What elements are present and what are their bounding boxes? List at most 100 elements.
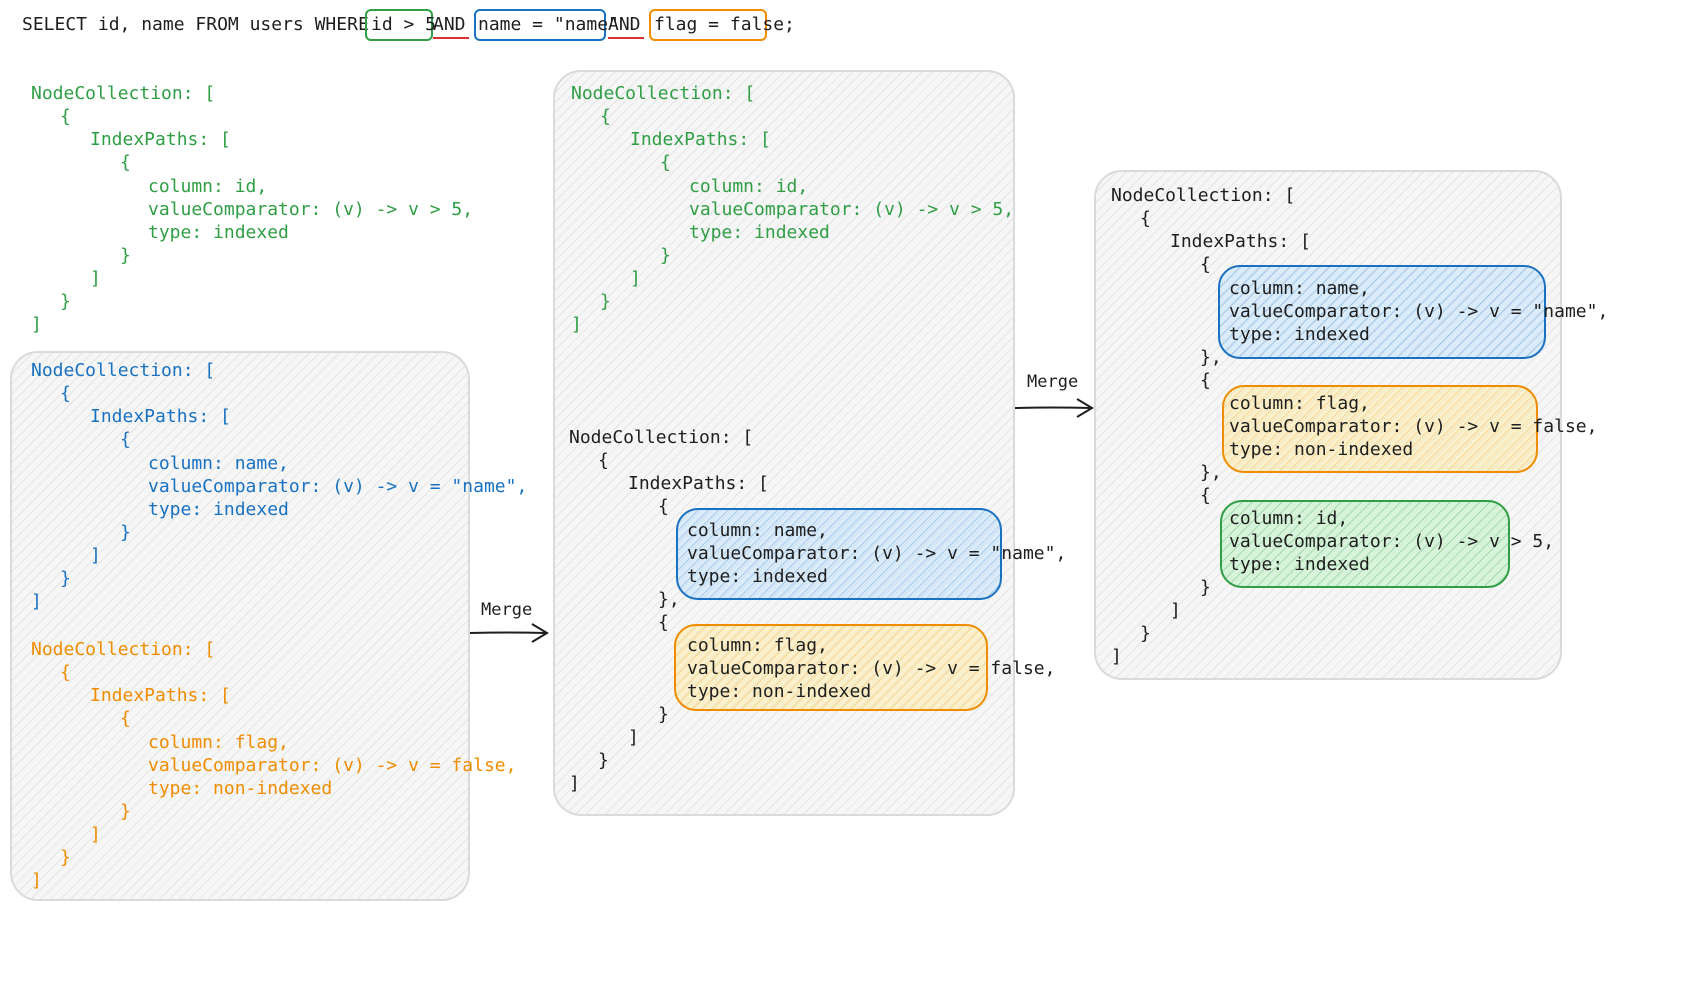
code-line: IndexPaths: [ xyxy=(90,685,231,706)
code-line: } xyxy=(120,245,131,266)
flag-index-path-highlight xyxy=(1222,385,1538,473)
code-line: ] xyxy=(31,870,42,891)
code-line: ] xyxy=(571,314,582,335)
code-line: } xyxy=(660,245,671,266)
flag-index-path-highlight xyxy=(674,624,988,711)
code-line: NodeCollection: [ xyxy=(571,83,756,104)
code-line: NodeCollection: [ xyxy=(31,83,216,104)
code-line: valueComparator: (v) -> v = false, xyxy=(687,658,1056,679)
code-line: } xyxy=(1140,623,1151,644)
code-line: } xyxy=(60,568,71,589)
code-line: column: flag, xyxy=(148,732,289,753)
code-line: { xyxy=(1200,485,1211,506)
code-line: IndexPaths: [ xyxy=(630,129,771,150)
code-line: IndexPaths: [ xyxy=(1170,231,1311,252)
condition-name: name = "name" xyxy=(478,14,619,35)
code-line: column: id, xyxy=(148,176,268,197)
code-line: type: indexed xyxy=(689,222,830,243)
query-prefix: SELECT id, name FROM users WHERE xyxy=(22,14,369,35)
condition-id: id > 5 xyxy=(371,14,437,35)
and-keyword: AND xyxy=(433,14,466,35)
code-line: IndexPaths: [ xyxy=(90,406,231,427)
code-line: column: name, xyxy=(148,453,289,474)
code-line: ] xyxy=(1170,600,1181,621)
code-line: { xyxy=(660,152,671,173)
code-line: { xyxy=(1200,254,1211,275)
id-index-path-highlight xyxy=(1220,500,1510,588)
code-line: } xyxy=(1200,577,1211,598)
code-line: valueComparator: (v) -> v > 5, xyxy=(148,199,474,220)
code-line: ] xyxy=(1111,646,1122,667)
merge-input-panel xyxy=(10,351,470,901)
code-line: type: indexed xyxy=(1229,324,1370,345)
code-line: { xyxy=(600,106,611,127)
code-line: ] xyxy=(90,268,101,289)
code-line: type: indexed xyxy=(687,566,828,587)
code-line: } xyxy=(600,291,611,312)
and-keyword: AND xyxy=(608,14,641,35)
code-line: valueComparator: (v) -> v > 5, xyxy=(689,199,1015,220)
code-line: { xyxy=(598,450,609,471)
code-line: ] xyxy=(90,824,101,845)
code-line: type: indexed xyxy=(148,499,289,520)
code-line: { xyxy=(120,429,131,450)
and-underline xyxy=(608,37,644,39)
code-line: ] xyxy=(31,591,42,612)
code-line: type: non-indexed xyxy=(148,778,333,799)
condition-name-box xyxy=(474,9,606,41)
code-line: type: non-indexed xyxy=(1229,439,1414,460)
code-line: { xyxy=(658,496,669,517)
and-underline xyxy=(433,37,469,39)
code-line: valueComparator: (v) -> v = "name", xyxy=(1229,301,1609,322)
code-line: } xyxy=(120,801,131,822)
name-index-path-highlight xyxy=(1218,265,1546,359)
code-line: column: id, xyxy=(689,176,809,197)
code-line: type: indexed xyxy=(1229,554,1370,575)
code-line: valueComparator: (v) -> v > 5, xyxy=(1229,531,1555,552)
condition-flag: flag = false; xyxy=(654,14,795,35)
code-line: { xyxy=(60,383,71,404)
code-line: } xyxy=(598,750,609,771)
code-line: NodeCollection: [ xyxy=(31,639,216,660)
code-line: NodeCollection: [ xyxy=(1111,185,1296,206)
code-line: } xyxy=(120,522,131,543)
code-line: } xyxy=(60,847,71,868)
code-line: ] xyxy=(90,545,101,566)
merge-label: Merge xyxy=(1027,372,1079,392)
code-line: { xyxy=(1200,370,1211,391)
merge-arrow xyxy=(1014,398,1094,418)
name-index-path-highlight xyxy=(676,508,1002,600)
code-line: valueComparator: (v) -> v = false, xyxy=(148,755,517,776)
code-line: NodeCollection: [ xyxy=(31,360,216,381)
final-result-panel xyxy=(1094,170,1562,680)
code-line: valueComparator: (v) -> v = false, xyxy=(1229,416,1598,437)
code-line: valueComparator: (v) -> v = "name", xyxy=(687,543,1067,564)
code-line: type: indexed xyxy=(148,222,289,243)
code-line: column: flag, xyxy=(1229,393,1370,414)
code-line: ] xyxy=(31,314,42,335)
code-line: { xyxy=(60,106,71,127)
code-line: { xyxy=(658,612,669,633)
code-line: IndexPaths: [ xyxy=(90,129,231,150)
code-line: { xyxy=(120,708,131,729)
code-line: type: non-indexed xyxy=(687,681,872,702)
code-line: }, xyxy=(1200,347,1222,368)
code-line: } xyxy=(658,704,669,725)
code-line: { xyxy=(60,662,71,683)
code-line: ] xyxy=(630,268,641,289)
merge-result-panel xyxy=(553,70,1015,816)
code-line: IndexPaths: [ xyxy=(628,473,769,494)
merge-label: Merge xyxy=(481,600,533,620)
code-line: column: id, xyxy=(1229,508,1349,529)
code-line: }, xyxy=(658,589,680,610)
code-line: }, xyxy=(1200,462,1222,483)
merge-arrow xyxy=(469,623,549,643)
code-line: { xyxy=(1140,208,1151,229)
code-line: { xyxy=(120,152,131,173)
code-line: column: name, xyxy=(1229,278,1370,299)
code-line: ] xyxy=(628,727,639,748)
condition-flag-box xyxy=(649,9,767,41)
code-line: column: flag, xyxy=(687,635,828,656)
code-line: valueComparator: (v) -> v = "name", xyxy=(148,476,528,497)
code-line: ] xyxy=(569,773,580,794)
